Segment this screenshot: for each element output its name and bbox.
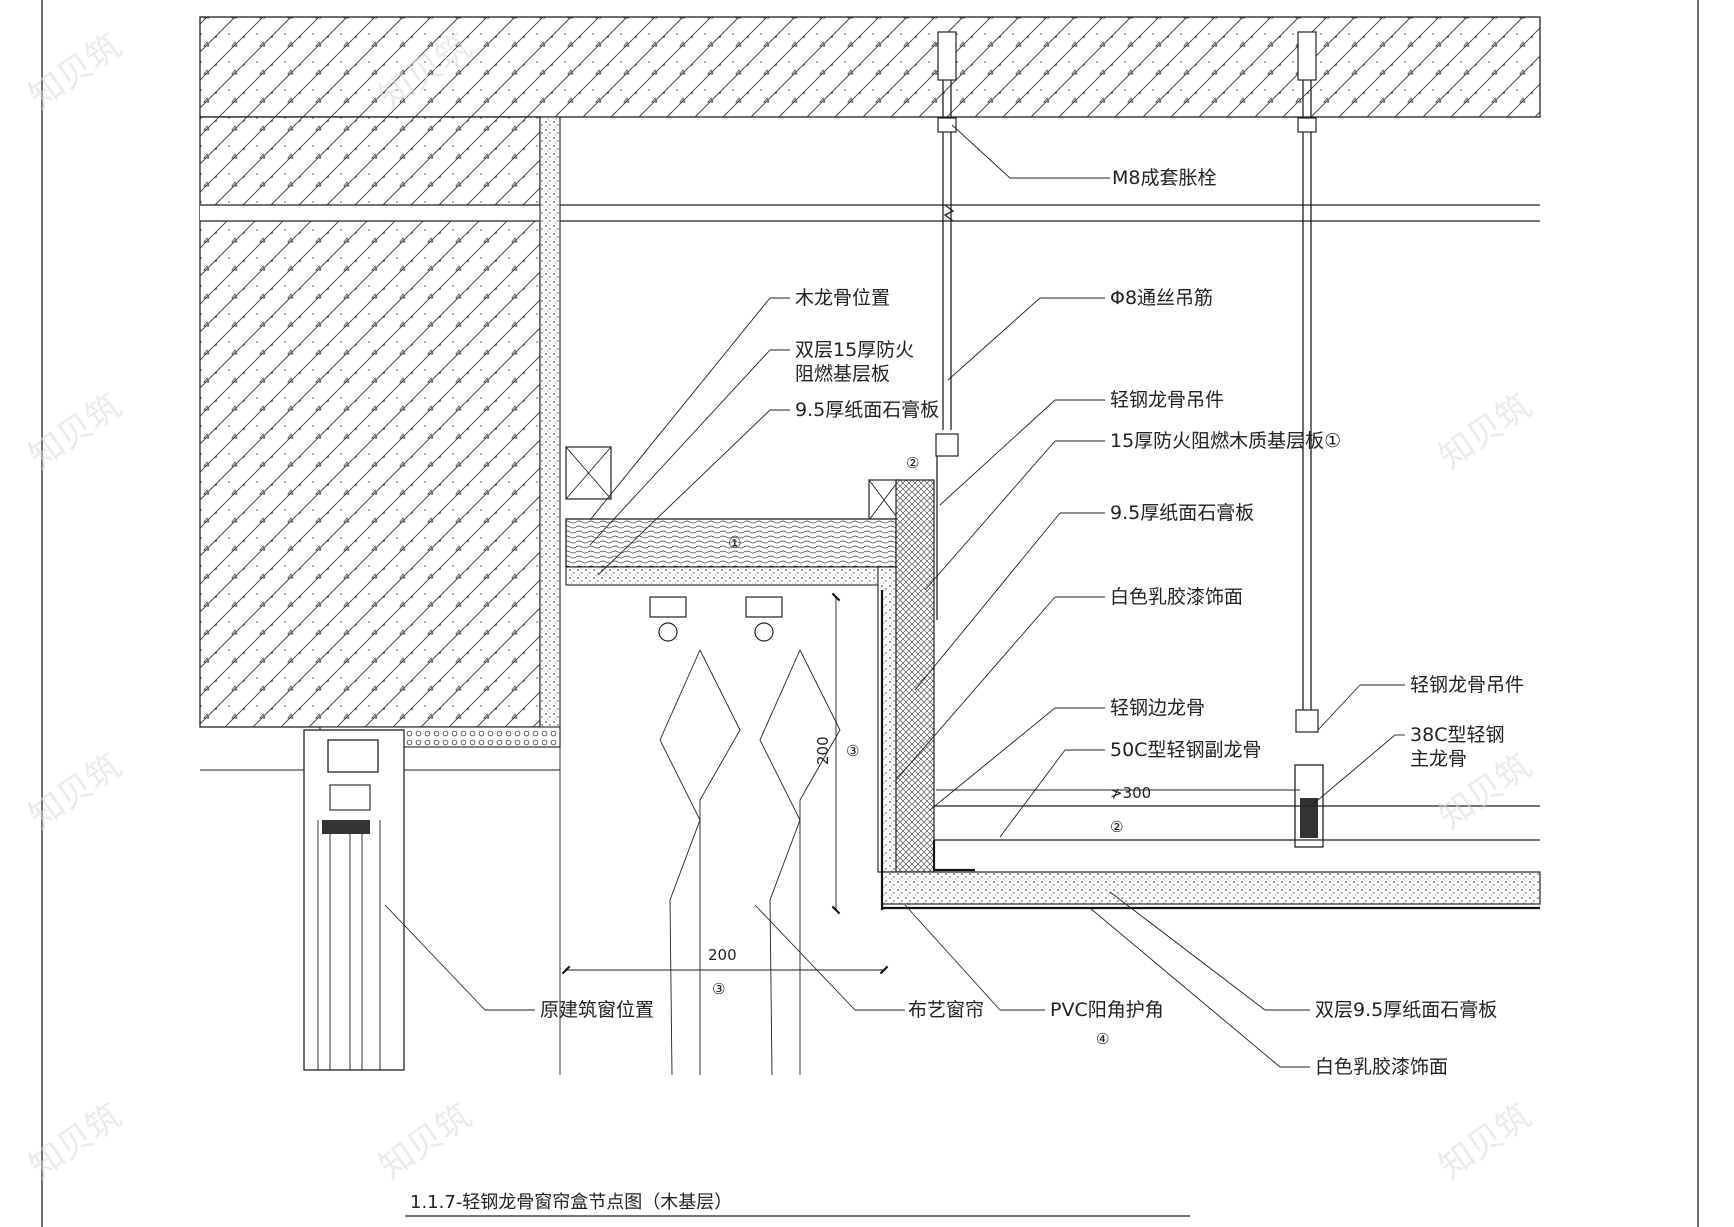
svg-text:知贝筑: 知贝筑 xyxy=(1432,386,1538,477)
dim-width-text: 200 xyxy=(708,946,737,964)
marker-2-a: ② xyxy=(906,454,919,472)
wood-keel-right-cross xyxy=(868,479,900,521)
label-white-paint-b: 白色乳胶漆饰面 xyxy=(1315,1056,1448,1078)
label-original-window: 原建筑窗位置 xyxy=(540,999,654,1021)
leader-lines xyxy=(384,124,1405,1068)
svg-text:知贝筑: 知贝筑 xyxy=(372,1096,478,1187)
box-top-gypsum xyxy=(565,566,897,586)
label-double-board-2: 阻燃基层板 xyxy=(795,363,890,385)
label-c38-keel-1: 38C型轻钢 xyxy=(1410,724,1504,746)
label-steel-hanger-b: 轻钢龙骨吊件 xyxy=(1410,674,1524,696)
marker-1: ① xyxy=(728,534,741,552)
label-phi8-rod: Φ8通丝吊筋 xyxy=(1110,287,1213,309)
marker-4: ④ xyxy=(1096,1030,1109,1048)
box-inner-gypsum xyxy=(877,566,897,873)
label-double-board-1: 双层15厚防火 xyxy=(795,339,914,361)
drawing-title: 1.1.7-轻钢龙骨窗帘盒节点图（木基层） xyxy=(410,1192,732,1213)
label-edge-keel: 轻钢边龙骨 xyxy=(1110,697,1205,719)
label-fabric-curtain: 布艺窗帘 xyxy=(908,999,984,1021)
label-wood-keel-position: 木龙骨位置 xyxy=(795,287,890,309)
window-frame xyxy=(200,729,561,1075)
label-white-paint-a: 白色乳胶漆饰面 xyxy=(1110,586,1243,608)
svg-text:知贝筑: 知贝筑 xyxy=(22,26,128,117)
label-gypsum-a: 9.5厚纸面石膏板 xyxy=(795,398,939,421)
label-c50-keel: 50C型轻钢副龙骨 xyxy=(1110,739,1261,761)
label-fire-board: 15厚防火阻燃木质基层板① xyxy=(1110,430,1341,452)
edge-keel xyxy=(932,840,975,872)
wood-keel-cross xyxy=(565,446,612,500)
break-symbol xyxy=(943,204,955,222)
concrete-slab xyxy=(199,16,1541,118)
marker-3-b: ③ xyxy=(712,980,725,998)
dim-height-text: 200 xyxy=(814,736,832,765)
svg-text:知贝筑: 知贝筑 xyxy=(22,1096,128,1187)
label-steel-hanger-a: 轻钢龙骨吊件 xyxy=(1110,389,1224,411)
wall-plaster xyxy=(539,116,561,748)
label-c38-keel-2: 主龙骨 xyxy=(1410,748,1467,770)
svg-text:知贝筑: 知贝筑 xyxy=(22,386,128,477)
curtain-tracks xyxy=(649,596,783,642)
break-gap xyxy=(200,205,1540,221)
hanger-rods xyxy=(935,31,1319,733)
label-gypsum-b: 9.5厚纸面石膏板 xyxy=(1110,501,1254,524)
ceiling-gypsum xyxy=(881,871,1541,905)
marker-2-b: ② xyxy=(1110,818,1123,836)
marker-3-a: ③ xyxy=(846,742,859,760)
label-m8-bolt: M8成套胀栓 xyxy=(1112,167,1216,189)
dim-spacing-text: ≯300 xyxy=(1110,784,1151,802)
svg-text:知贝筑: 知贝筑 xyxy=(1432,1096,1538,1187)
box-side-board xyxy=(895,479,935,873)
main-keel-fill xyxy=(1300,798,1318,838)
svg-text:知贝筑: 知贝筑 xyxy=(22,746,128,837)
label-pvc-corner: PVC阳角护角 xyxy=(1050,999,1164,1021)
fabric-curtain xyxy=(659,649,841,1076)
label-double-gypsum: 双层9.5厚纸面石膏板 xyxy=(1315,998,1497,1021)
